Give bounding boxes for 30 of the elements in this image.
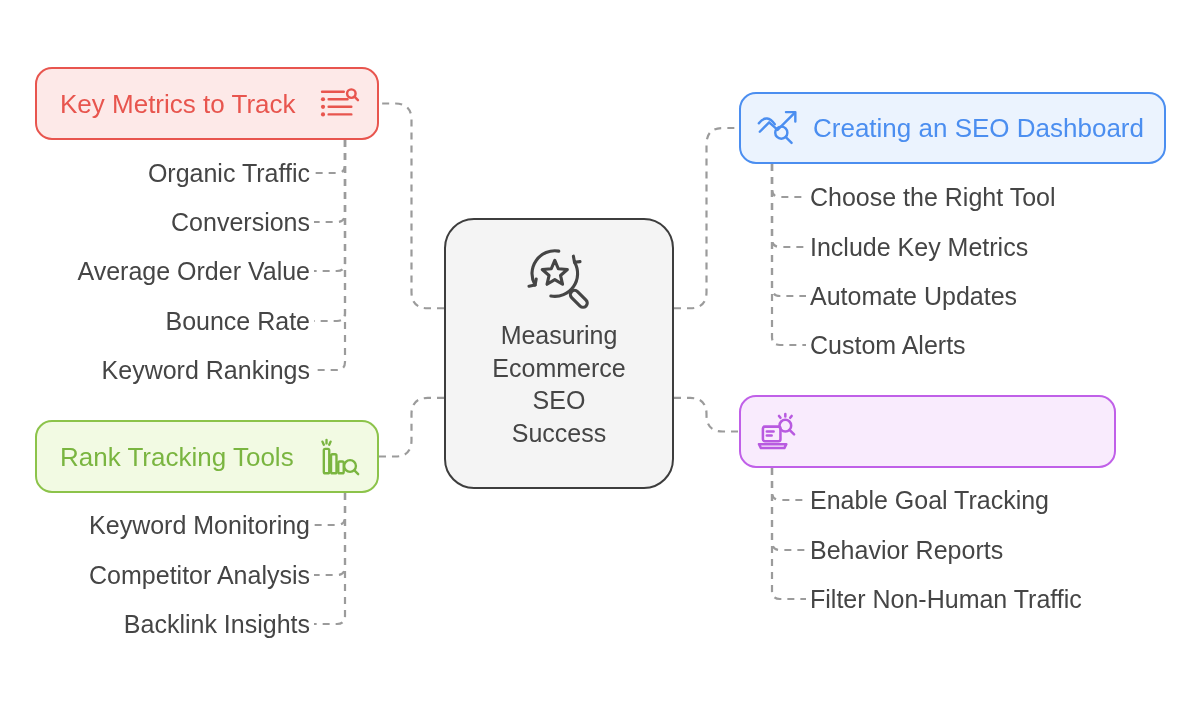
dashed-connector: [770, 164, 806, 347]
subtopic-label: Organic Traffic: [147, 158, 310, 188]
dashed-connector: [379, 102, 444, 310]
subtopic-label: Conversions: [171, 207, 310, 237]
dashed-connector: [379, 396, 444, 458]
dashed-connector: [770, 468, 806, 601]
topic-box: [444, 218, 674, 489]
category-title: Creating an SEO Dashboard: [813, 112, 1144, 144]
subtopic-label: Competitor Analysis: [89, 560, 310, 590]
subtopic-label: Include Key Metrics: [810, 232, 1029, 262]
category-title: Rank Tracking Tools: [60, 440, 294, 473]
subtopic-label: Custom Alerts: [810, 330, 966, 360]
dashed-connector: [674, 396, 739, 433]
category-box: [739, 92, 1166, 164]
subtopic-label: Keyword Monitoring: [89, 510, 310, 540]
category-title: Key Metrics to Track: [60, 87, 296, 120]
subtopic-label: Behavior Reports: [810, 535, 1004, 565]
subtopic-label: Automate Updates: [810, 281, 1018, 311]
category-box: [35, 420, 379, 493]
subtopic-label: Backlink Insights: [123, 609, 310, 639]
subtopic-label: Enable Goal Tracking: [810, 485, 1050, 515]
dashed-connector: [314, 493, 347, 626]
topic-title: Measuring Ecommerce SEO Success: [491, 320, 627, 449]
subtopic-label: Bounce Rate: [165, 306, 310, 336]
category-box: [35, 67, 379, 140]
subtopic-label: Choose the Right Tool: [810, 182, 1056, 212]
subtopic-label: Filter Non-Human Traffic: [810, 584, 1082, 614]
category-box: [739, 395, 1116, 468]
subtopic-label: Average Order Value: [77, 256, 310, 286]
subtopic-label: Keyword Rankings: [101, 355, 310, 385]
